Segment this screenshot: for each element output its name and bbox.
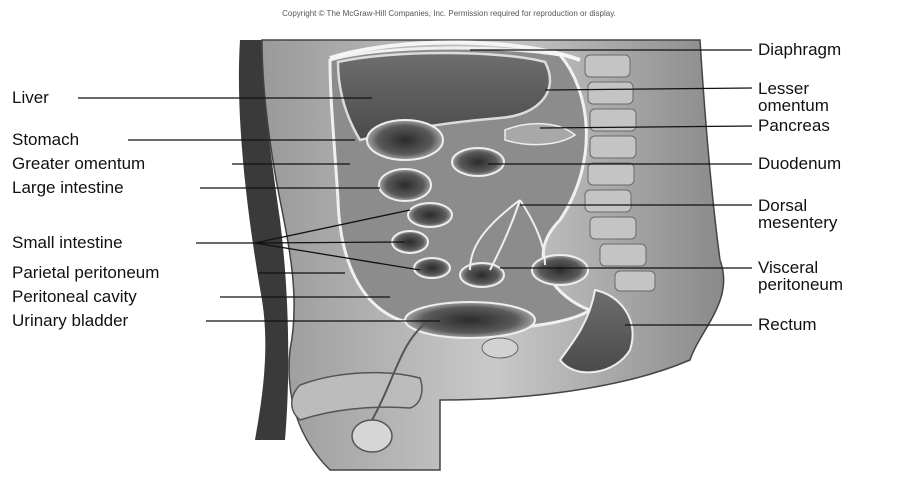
intestine-loop-d (460, 263, 504, 287)
label-peritoneal-cavity: Peritoneal cavity (12, 288, 137, 306)
label-parietal-peritoneum: Parietal peritoneum (12, 264, 159, 282)
label-liver: Liver (12, 89, 49, 107)
intestine-loop-c (414, 258, 450, 278)
label-visceral-peritoneum: Visceral peritoneum (758, 259, 843, 293)
label-rectum: Rectum (758, 316, 817, 334)
label-lesser-omentum: Lesser omentum (758, 80, 829, 114)
stomach-shape (367, 120, 443, 160)
label-greater-omentum: Greater omentum (12, 155, 145, 173)
label-dorsal-mesentery-line2: mesentery (758, 214, 837, 231)
label-dorsal-mesentery-line1: Dorsal (758, 197, 837, 214)
label-lesser-omentum-line1: Lesser (758, 80, 829, 97)
label-small-intestine: Small intestine (12, 234, 123, 252)
label-stomach: Stomach (12, 131, 79, 149)
label-duodenum: Duodenum (758, 155, 841, 173)
intestine-loop-e (532, 255, 588, 285)
label-dorsal-mesentery: Dorsal mesentery (758, 197, 837, 231)
intestine-loop-a (408, 203, 452, 227)
testis-shape (352, 420, 392, 452)
label-visceral-peritoneum-line1: Visceral (758, 259, 843, 276)
label-visceral-peritoneum-line2: peritoneum (758, 276, 843, 293)
label-lesser-omentum-line2: omentum (758, 97, 829, 114)
label-urinary-bladder: Urinary bladder (12, 312, 128, 330)
label-pancreas: Pancreas (758, 117, 830, 135)
label-large-intestine: Large intestine (12, 179, 124, 197)
duodenum-loop (452, 148, 504, 176)
urinary-bladder-shape (405, 302, 535, 338)
prostate-shape (482, 338, 518, 358)
large-intestine-loop (379, 169, 431, 201)
label-diaphragm: Diaphragm (758, 41, 841, 59)
